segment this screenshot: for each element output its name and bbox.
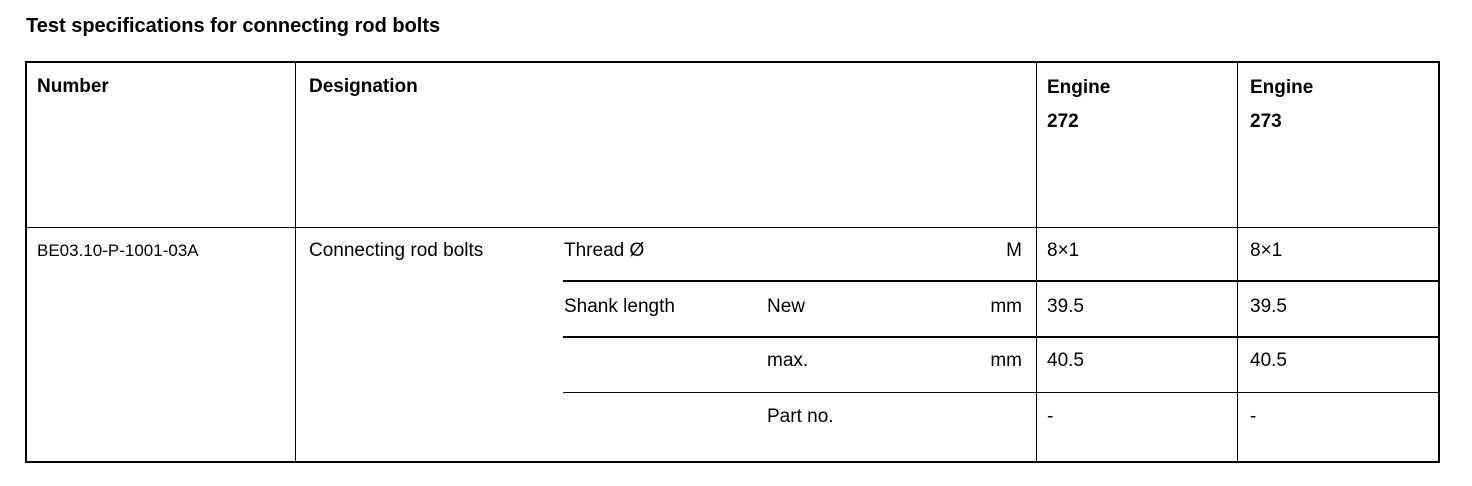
shank-max-label: max. [767,350,809,371]
shank-max-unit: mm [990,350,1022,371]
header-engine-272-line1: Engine [1047,77,1111,98]
shank-length-label: Shank length [564,296,675,317]
table-border-bottom [25,461,1440,463]
column-separator-designation [1036,61,1037,463]
thread-unit: M [1006,240,1022,261]
column-separator-engine [1237,61,1238,463]
shank-max-value-273: 40.5 [1250,350,1287,371]
row-number: BE03.10-P-1001-03A [37,241,199,260]
header-separator [25,227,1440,228]
thread-label: Thread Ø [564,240,645,261]
part-no-label: Part no. [767,406,834,427]
shank-new-unit: mm [990,296,1022,317]
shank-new-value-273: 39.5 [1250,296,1287,317]
table-border-top [25,61,1440,63]
table-border-left [25,61,27,463]
part-no-value-273: - [1250,406,1257,427]
row-separator-3 [563,392,1440,393]
header-engine-272-line2: 272 [1047,111,1079,132]
row-designation: Connecting rod bolts [309,240,484,261]
shank-max-value-272: 40.5 [1047,350,1084,371]
thread-value-273: 8×1 [1250,240,1283,261]
header-number: Number [37,76,109,97]
table-border-right [1438,61,1440,463]
part-no-value-272: - [1047,406,1054,427]
row-separator-2 [563,336,1440,338]
header-designation: Designation [309,76,418,97]
column-separator-number [295,61,296,463]
header-engine-273-line2: 273 [1250,111,1282,132]
thread-value-272: 8×1 [1047,240,1080,261]
shank-new-label: New [767,296,806,317]
row-separator-1 [563,280,1440,282]
shank-new-value-272: 39.5 [1047,296,1084,317]
page-title: Test specifications for connecting rod b… [26,15,441,37]
header-engine-273-line1: Engine [1250,77,1314,98]
